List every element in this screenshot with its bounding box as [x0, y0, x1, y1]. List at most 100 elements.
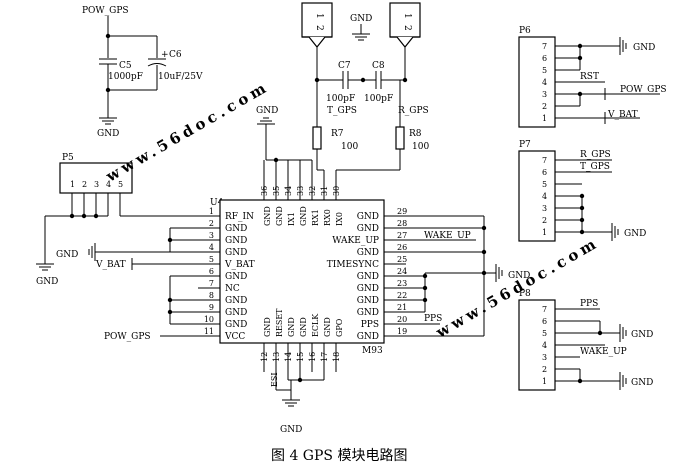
svg-text:R_GPS: R_GPS [580, 150, 611, 160]
u4-right-wiring: WAKE_UP GND PPS [406, 215, 530, 337]
u4-pin-name: GND [357, 212, 379, 222]
u4-pin-number: 27 [397, 231, 407, 240]
svg-text:100: 100 [412, 142, 429, 152]
svg-text:P8: P8 [519, 289, 531, 299]
svg-text:GND: GND [263, 206, 272, 226]
connector-pin-number: 4 [542, 192, 547, 201]
u4-pin-name: GND [225, 272, 247, 282]
svg-text:R7: R7 [331, 129, 344, 139]
svg-text:RST: RST [580, 72, 599, 82]
power-supply-section: POW_GPS C5 1000pF + C6 10uF/25V GND [82, 6, 203, 139]
u4-pin-number: 7 [209, 279, 214, 288]
u4-pin-number: 29 [397, 207, 407, 216]
connector-p5: P5 1 2 3 4 5 [59, 153, 133, 194]
svg-text:13: 13 [272, 352, 281, 362]
pow-gps-label: POW_GPS [82, 6, 129, 16]
svg-text:1: 1 [402, 13, 412, 19]
u4-ref: U4 [210, 198, 224, 208]
u4-pin-name: NC [225, 284, 240, 294]
svg-text:GND: GND [633, 43, 655, 53]
svg-text:ECLK: ECLK [311, 313, 320, 337]
svg-text:GND: GND [299, 317, 308, 337]
watermark-right: www.56doc.com [432, 233, 602, 342]
svg-text:16: 16 [308, 352, 317, 362]
svg-text:R8: R8 [409, 129, 422, 139]
svg-text:RX1: RX1 [311, 209, 320, 226]
connector-pin-number: 4 [542, 78, 547, 87]
connector-pin-number: 7 [542, 42, 547, 51]
svg-text:GND: GND [299, 206, 308, 226]
svg-text:100pF: 100pF [326, 94, 355, 104]
u4-pin-number: 2 [209, 219, 214, 228]
svg-text:15: 15 [296, 352, 305, 362]
svg-text:100pF: 100pF [364, 94, 393, 104]
gnd-label-upper: GND [256, 106, 278, 116]
svg-text:2: 2 [314, 25, 324, 31]
svg-text:GND: GND [508, 271, 530, 281]
connector-pin-number: 2 [542, 365, 547, 374]
svg-text:IX0: IX0 [335, 212, 344, 226]
resistor-r8: R8 100 [335, 79, 429, 200]
svg-text:RESET: RESET [275, 308, 284, 337]
antenna-connector-left: 1 2 [301, 2, 333, 80]
u4-pin-number: 28 [397, 219, 407, 228]
svg-text:C5: C5 [119, 61, 132, 71]
connector-pin-number: 1 [542, 377, 547, 386]
esi-label: ESI [270, 373, 279, 387]
ground-icon [88, 242, 96, 262]
u4-pin-number: 26 [397, 243, 407, 252]
u4-pin-name: GND [357, 308, 379, 318]
svg-text:GND: GND [56, 250, 78, 260]
svg-text:17: 17 [320, 352, 329, 362]
connector-pin-number: 5 [542, 66, 547, 75]
antenna-connector-right: 1 2 [389, 2, 421, 80]
svg-text:WAKE_UP: WAKE_UP [580, 347, 627, 357]
svg-text:V_BAT: V_BAT [95, 260, 126, 270]
svg-text:18: 18 [332, 352, 341, 362]
connector-pin-number: 6 [542, 54, 547, 63]
figure-caption: 图 4 GPS 模块电路图 [271, 448, 407, 464]
r-gps-label: R_GPS [398, 106, 429, 116]
ground-icon [351, 33, 371, 41]
svg-text:V_BAT: V_BAT [607, 110, 638, 120]
connector-pin-number: 3 [542, 204, 547, 213]
u4-pin-name: GND [225, 248, 247, 258]
svg-text:4: 4 [106, 180, 111, 189]
svg-text:P7: P7 [519, 140, 531, 150]
u4-pin-number: 10 [204, 315, 214, 324]
svg-text:12: 12 [260, 352, 269, 362]
u4-pin-name: GND [357, 248, 379, 258]
watermark-left: www.56doc.com [102, 77, 272, 186]
svg-text:+: + [161, 50, 169, 60]
svg-text:T_GPS: T_GPS [580, 162, 610, 172]
u4-pin-name: GND [225, 224, 247, 234]
connector-pin-number: 2 [542, 102, 547, 111]
connector-pin-number: 2 [542, 216, 547, 225]
u4-pin-number: 1 [209, 207, 214, 216]
resistor-r7: R7 100 [312, 80, 358, 200]
u4-top-pins: 36 35 34 33 32 31 30 [260, 159, 341, 200]
connector-pin-number: 7 [542, 156, 547, 165]
svg-text:GND: GND [287, 317, 296, 337]
svg-text:RX0: RX0 [323, 209, 332, 226]
u4-pin-number: 21 [397, 303, 407, 312]
capacitor-c5: C5 1000pF [99, 58, 143, 82]
ground-icon [35, 263, 55, 271]
capacitor-c6: + C6 10uF/25V [147, 50, 203, 82]
u4-pin-number: 19 [397, 327, 407, 336]
svg-text:PPS: PPS [424, 314, 442, 324]
ground-icon [611, 222, 619, 242]
u4-pin-name: GND [225, 308, 247, 318]
svg-text:34: 34 [284, 186, 293, 196]
ground-icon [619, 36, 627, 56]
svg-text:P5: P5 [62, 153, 74, 163]
u4-pin-name: GND [357, 296, 379, 306]
svg-text:32: 32 [308, 186, 317, 196]
svg-text:1: 1 [314, 13, 324, 19]
u4-pin-number: 3 [209, 231, 214, 240]
p8-wiring: PPS GND WAKE_UP GND [555, 299, 653, 391]
u4-right-pins: 29GND28GND27WAKE_UP26GND25TIMESYNC24GND2… [327, 207, 407, 342]
